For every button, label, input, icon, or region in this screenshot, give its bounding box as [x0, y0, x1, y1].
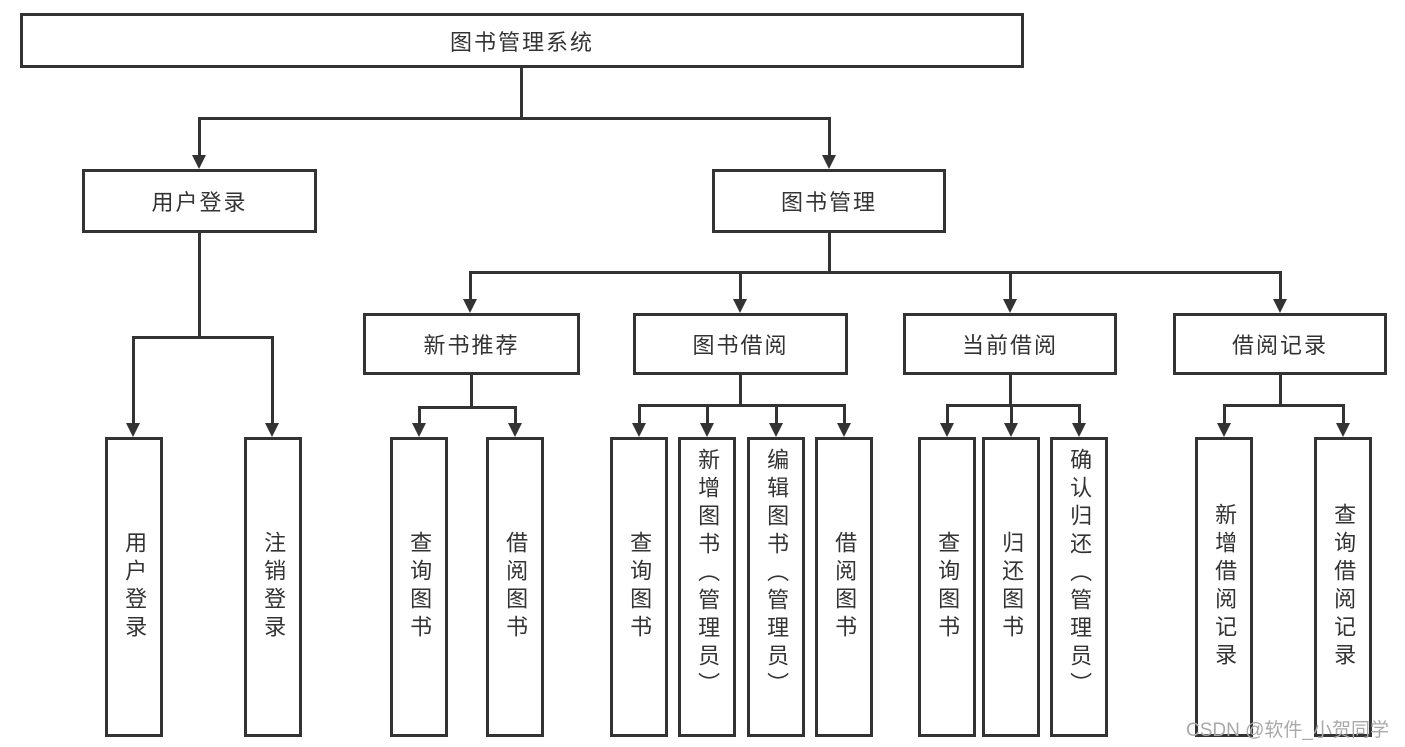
- arrow-down-icon: [1003, 299, 1017, 313]
- connector-line: [470, 375, 473, 408]
- connector-line: [198, 117, 831, 120]
- connector-line: [1009, 271, 1012, 300]
- connector-line: [1009, 375, 1012, 406]
- arrow-down-icon: [1072, 423, 1086, 437]
- node-root: 图书管理系统: [20, 13, 1024, 68]
- leaf-borrow-book-recommend: 借阅图书: [486, 437, 544, 737]
- leaf-query-borrow-record: 查询借阅记录: [1314, 437, 1372, 737]
- connector-line: [946, 404, 949, 424]
- connector-line: [1078, 404, 1081, 424]
- arrow-down-icon: [837, 423, 851, 437]
- arrow-down-icon: [700, 423, 714, 437]
- leaf-label: 借阅图书: [832, 531, 858, 643]
- arrow-down-icon: [1273, 299, 1287, 313]
- connector-line: [706, 404, 709, 424]
- leaf-query-book-recommend: 查询图书: [390, 437, 448, 737]
- node-user-login-label: 用户登录: [151, 190, 248, 215]
- node-book-mgmt: 图书管理: [712, 169, 946, 233]
- connector-line: [1279, 375, 1282, 406]
- connector-line: [132, 336, 135, 424]
- connector-line: [1279, 271, 1282, 300]
- node-label: 新书推荐: [423, 333, 520, 358]
- leaf-user-login: 用户登录: [105, 437, 163, 737]
- node-root-label: 图书管理系统: [449, 29, 594, 55]
- leaf-label: 借阅图书: [503, 531, 529, 643]
- connector-line: [739, 271, 742, 300]
- connector-line: [469, 271, 472, 300]
- node-label: 当前借阅: [961, 333, 1058, 358]
- arrow-down-icon: [1336, 423, 1350, 437]
- connector-line: [1342, 404, 1345, 424]
- leaf-label: 用户登录: [122, 531, 148, 643]
- connector-line: [775, 404, 778, 424]
- leaf-label: 查询借阅记录: [1331, 503, 1357, 671]
- node-book-mgmt-label: 图书管理: [780, 190, 877, 215]
- node-current-borrow: 当前借阅: [903, 313, 1117, 375]
- connector-line: [828, 117, 831, 157]
- leaf-label: 查询图书: [935, 531, 961, 643]
- connector-line: [1223, 404, 1345, 407]
- connector-line: [520, 68, 523, 118]
- arrow-down-icon: [126, 423, 140, 437]
- arrow-down-icon: [508, 423, 522, 437]
- connector-line: [271, 336, 274, 424]
- connector-line: [739, 375, 742, 406]
- arrow-down-icon: [940, 423, 954, 437]
- leaf-label: 新增借阅记录: [1212, 503, 1238, 671]
- leaf-label: 注销登录: [261, 531, 287, 643]
- leaf-label: 新增图书（管理员）: [695, 448, 721, 700]
- arrow-down-icon: [769, 423, 783, 437]
- node-user-login: 用户登录: [82, 169, 317, 233]
- arrow-down-icon: [632, 423, 646, 437]
- node-book-borrow: 图书借阅: [633, 313, 848, 375]
- arrow-down-icon: [1217, 423, 1231, 437]
- node-borrow-record: 借阅记录: [1173, 313, 1387, 375]
- arrow-down-icon: [412, 423, 426, 437]
- leaf-add-book-admin: 新增图书（管理员）: [678, 437, 736, 737]
- leaf-label: 归还图书: [999, 531, 1025, 643]
- leaf-logout: 注销登录: [244, 437, 302, 737]
- leaf-edit-book-admin: 编辑图书（管理员）: [747, 437, 805, 737]
- connector-line: [828, 233, 831, 274]
- connector-line: [132, 336, 274, 339]
- connector-line: [946, 404, 1081, 407]
- connector-line: [418, 406, 517, 409]
- connector-line: [843, 404, 846, 424]
- arrow-down-icon: [822, 155, 836, 169]
- node-label: 图书借阅: [692, 333, 789, 358]
- leaf-label: 确认归还（管理员）: [1067, 448, 1093, 700]
- connector-line: [1010, 404, 1013, 424]
- connector-line: [198, 117, 201, 157]
- node-label: 借阅记录: [1231, 333, 1328, 358]
- leaf-label: 查询图书: [627, 531, 653, 643]
- leaf-borrow-book: 借阅图书: [815, 437, 873, 737]
- arrow-down-icon: [1004, 423, 1018, 437]
- leaf-add-borrow-record: 新增借阅记录: [1195, 437, 1253, 737]
- leaf-return-book: 归还图书: [982, 437, 1040, 737]
- leaf-confirm-return-admin: 确认归还（管理员）: [1050, 437, 1108, 737]
- connector-line: [638, 404, 846, 407]
- connector-line: [1223, 404, 1226, 424]
- node-new-book-recommend: 新书推荐: [363, 313, 580, 375]
- arrow-down-icon: [192, 155, 206, 169]
- connector-line: [469, 271, 1282, 274]
- leaf-label: 查询图书: [407, 531, 433, 643]
- leaf-query-book-borrow: 查询图书: [610, 437, 668, 737]
- csdn-watermark: CSDN @软件_小贺同学: [1186, 720, 1389, 741]
- leaf-query-book-current: 查询图书: [918, 437, 976, 737]
- arrow-down-icon: [733, 299, 747, 313]
- connector-line: [638, 404, 641, 424]
- connector-line: [418, 406, 421, 424]
- arrow-down-icon: [265, 423, 279, 437]
- arrow-down-icon: [463, 299, 477, 313]
- leaf-label: 编辑图书（管理员）: [764, 448, 790, 700]
- connector-line: [514, 406, 517, 424]
- connector-line: [198, 233, 201, 339]
